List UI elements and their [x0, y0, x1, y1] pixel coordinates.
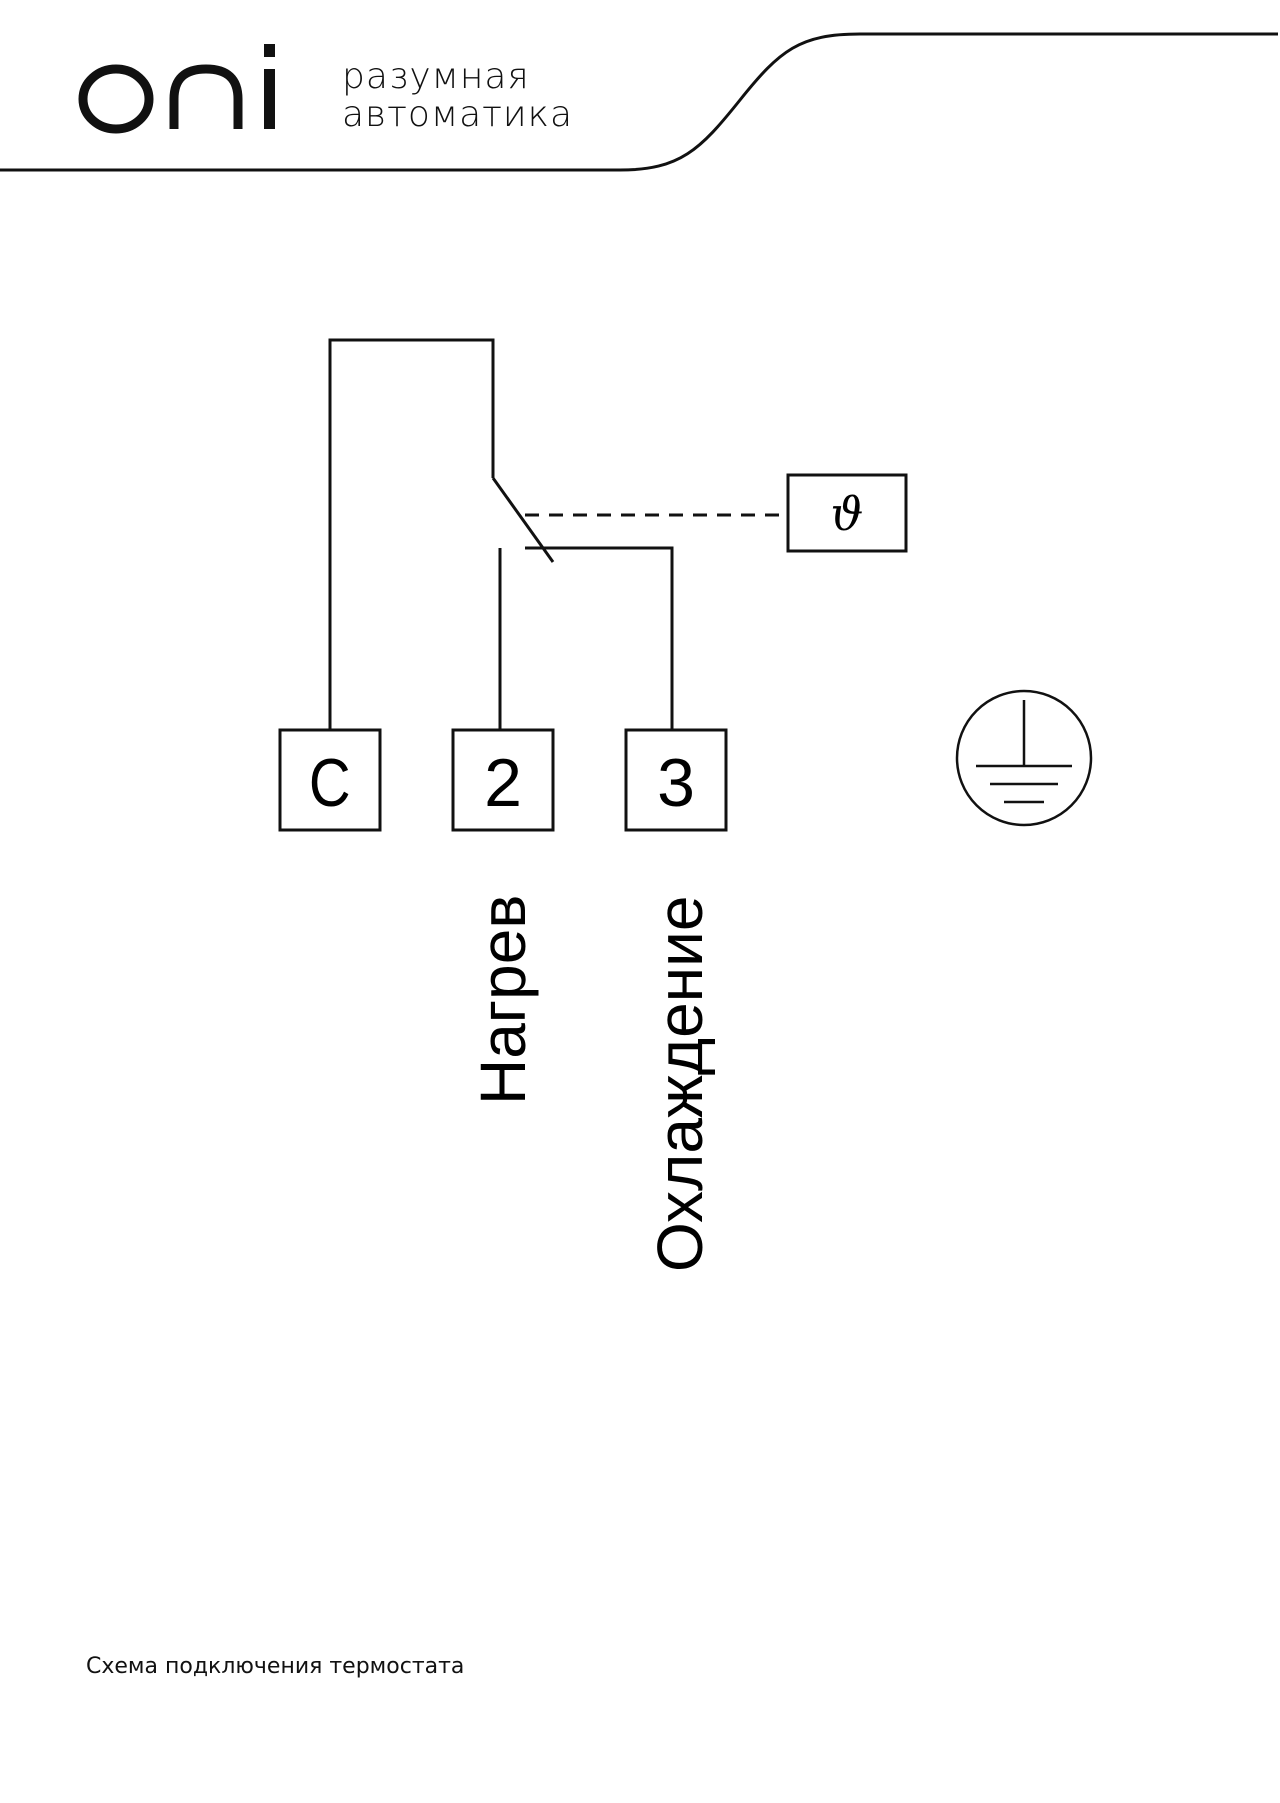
heating-label: Нагрев	[467, 895, 539, 1105]
cooling-wire	[525, 546, 674, 730]
cooling-label: Охлаждение	[644, 896, 716, 1272]
terminal-box-3	[624, 728, 728, 832]
header-divider	[0, 32, 1278, 172]
terminal-label-c: C	[309, 746, 351, 821]
tagline-line1: разумная	[342, 56, 530, 97]
terminal-box-c	[278, 728, 382, 832]
terminal-label-3: 3	[657, 745, 695, 821]
tagline-line2: автоматика	[342, 94, 574, 135]
sensor-box	[786, 473, 908, 553]
terminal-label-2: 2	[484, 745, 522, 821]
brand-tagline: разумная автоматика	[342, 58, 573, 134]
sensor-symbol: ϑ	[831, 487, 864, 541]
common-wire	[328, 338, 495, 730]
diagram-caption: Схема подключения термостата	[86, 1654, 465, 1679]
ground-icon	[955, 689, 1093, 827]
oni-logo	[78, 44, 275, 134]
wiring-diagram: ϑ C 2 3 Нагрев Охлаждение	[278, 338, 1093, 1272]
terminal-box-2	[451, 728, 555, 832]
